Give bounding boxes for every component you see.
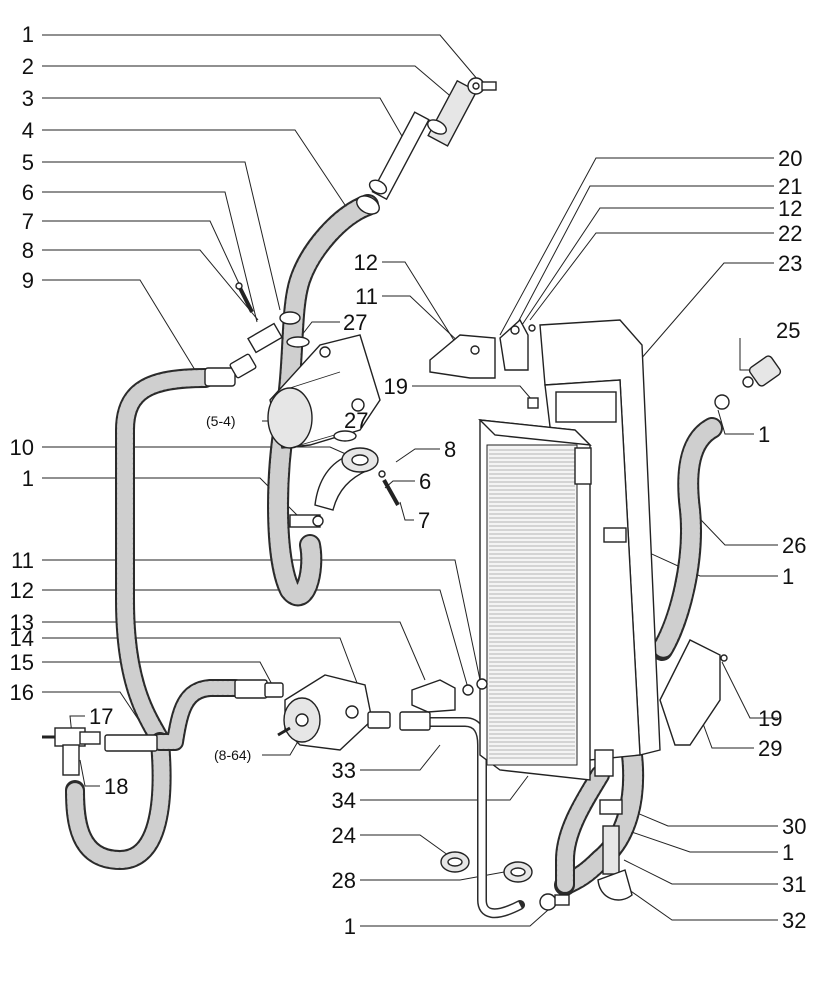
callout-21: 21 <box>778 174 802 199</box>
callout-19: 19 <box>384 374 408 399</box>
callout-1: 1 <box>782 564 794 589</box>
callout-23: 23 <box>778 251 802 276</box>
callout-13: 13 <box>10 610 34 635</box>
callout-31: 31 <box>782 872 806 897</box>
radiator-fins: document.write(''); <box>489 449 575 759</box>
callout-1: 1 <box>758 422 770 447</box>
callout-33: 33 <box>332 758 356 783</box>
callout-12: 12 <box>10 578 34 603</box>
callout-19: 19 <box>758 706 782 731</box>
callout-25: 25 <box>776 318 800 343</box>
callout-27: 27 <box>344 408 368 433</box>
callout-29: 29 <box>758 736 782 761</box>
callout-4: 4 <box>22 118 34 143</box>
callout-11: 11 <box>355 284 378 309</box>
callout-12: 12 <box>778 196 802 221</box>
radiator: document.write(''); <box>411 318 782 911</box>
callout-8: 8 <box>22 238 34 263</box>
callout-22: 22 <box>778 221 802 246</box>
callout-1: 1 <box>344 914 356 939</box>
hose-2-3 <box>356 77 497 215</box>
callout-3: 3 <box>22 86 34 111</box>
callout-24: 24 <box>332 823 356 848</box>
callout-5: 5 <box>22 150 34 175</box>
callout-1: 1 <box>22 22 34 47</box>
callout-15: 15 <box>10 650 34 675</box>
callout-8: 8 <box>444 437 456 462</box>
callout-20: 20 <box>778 146 802 171</box>
callout-34: 34 <box>332 788 356 813</box>
callout-17: 17 <box>89 704 113 729</box>
callout-1: 1 <box>22 466 34 491</box>
callout-1: 1 <box>782 840 794 865</box>
callout-6: 6 <box>419 469 431 494</box>
callout-6: 6 <box>22 180 34 205</box>
ref-engine: (5-4) <box>206 413 236 429</box>
callout-30: 30 <box>782 814 806 839</box>
callout-11: 11 <box>11 548 34 573</box>
callout-2: 2 <box>22 54 34 79</box>
callout-18: 18 <box>104 774 128 799</box>
engine-adapter <box>204 282 400 528</box>
callout-16: 16 <box>10 680 34 705</box>
callout-7: 7 <box>418 508 430 533</box>
callout-10: 10 <box>10 435 34 460</box>
callout-7: 7 <box>22 209 34 234</box>
callout-14: 14 <box>10 626 34 651</box>
hydraulic-pump <box>42 674 431 776</box>
callout-32: 32 <box>782 908 806 933</box>
callout-26: 26 <box>782 533 806 558</box>
callout-labels: 1 2 3 4 5 6 7 8 9 20 21 12 22 12 23 11 2… <box>10 22 807 939</box>
callout-27: 27 <box>343 310 367 335</box>
ref-pump: (8-64) <box>214 747 251 763</box>
callout-28: 28 <box>332 868 356 893</box>
callout-12: 12 <box>354 250 378 275</box>
callout-9: 9 <box>22 268 34 293</box>
